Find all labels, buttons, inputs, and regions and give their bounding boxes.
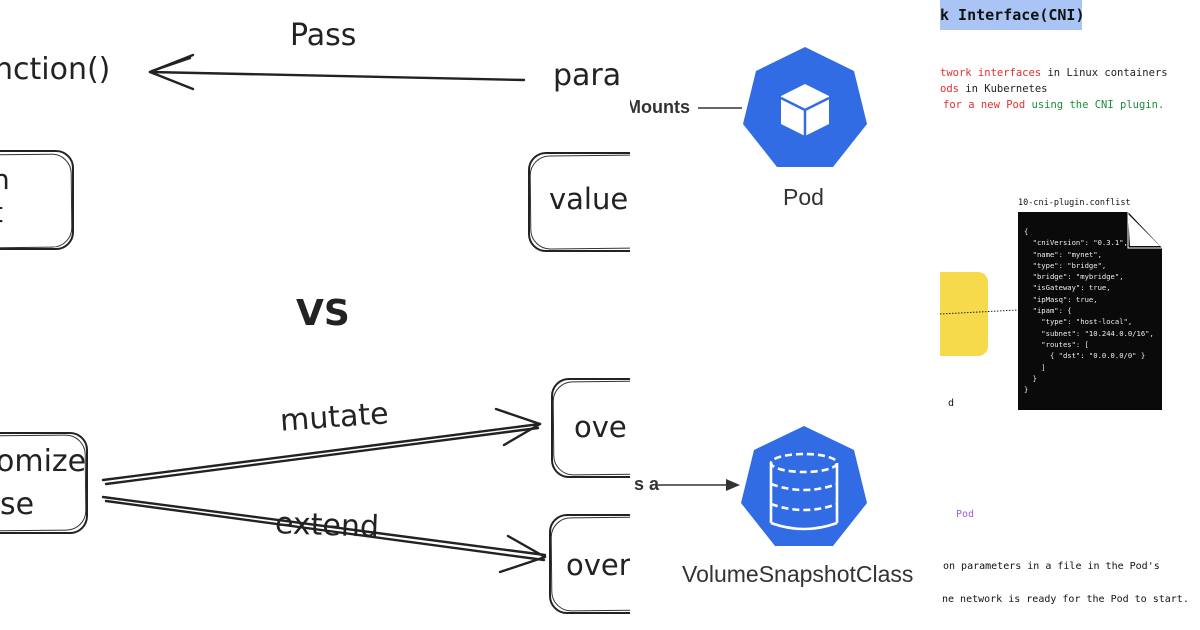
cni-line-2-part-3: Kubernetes <box>984 83 1048 95</box>
over-bottom-box <box>549 514 630 614</box>
config-code-line: "subnet": "10.244.0.0/16", <box>1024 328 1154 338</box>
function-text: nction() <box>0 52 111 87</box>
cni-line-3-part-2: Pod <box>1006 99 1026 111</box>
cni-line-2-part-1: ods <box>940 83 959 95</box>
cni-line-3-part-1: for a new <box>943 99 1007 111</box>
vs-label: VS <box>296 293 350 334</box>
pod-label: Pod <box>783 184 824 210</box>
config-code-line: "type": "host-local", <box>1024 317 1133 327</box>
over-bottom-text: over <box>566 548 630 582</box>
left-top-box <box>0 150 74 250</box>
bottom-line-1: on parameters in a file in the Pod's <box>943 561 1160 572</box>
yellow-pod-box <box>940 272 988 356</box>
cni-title: k Interface(CNI) <box>940 6 1085 24</box>
database-icon <box>741 426 867 546</box>
mounts-label: Mounts <box>630 97 690 117</box>
config-code-line: "name": "mynet", <box>1024 249 1102 259</box>
cni-line-3-part-4: CNI plugin. <box>1094 99 1165 111</box>
pass-label: Pass <box>290 18 357 53</box>
customize-box <box>0 432 88 534</box>
config-code-line: "cniVersion": "0.3.1", <box>1024 238 1128 248</box>
over-top-box <box>551 378 630 478</box>
file-connector <box>940 309 1019 315</box>
extend-label: extend <box>274 506 380 545</box>
value-text: value <box>549 182 629 216</box>
k8s-panel: Mounts Pod s a VolumeSnapshotClass <box>630 0 940 630</box>
bottom-line-2: ne network is ready for the Pod to start… <box>942 594 1189 605</box>
config-file-card: { "cniVersion": "0.3.1", "name": "mynet"… <box>1018 212 1162 410</box>
left-top-box-line-1: n <box>0 163 10 196</box>
param-text: para <box>553 58 622 93</box>
cni-line-3: for a new Pod using the CNI plugin. <box>943 99 1164 111</box>
cni-line-2-part-2: in <box>958 83 985 95</box>
title-highlight <box>940 0 1082 30</box>
config-code-line: "isGateway": true, <box>1024 283 1111 293</box>
file-corner-icon <box>1127 212 1162 249</box>
cni-line-1-part-1: twork interfaces <box>940 67 1042 79</box>
extend-arrow <box>101 495 547 574</box>
fragment-d: d <box>948 398 955 409</box>
customize-line-1: omize <box>0 444 87 479</box>
cni-line-1-part-3: Linux containers <box>1066 67 1168 79</box>
left-top-box-outline <box>0 153 73 249</box>
file-name-label: 10-cni-plugin.conflist <box>1018 198 1131 208</box>
value-box <box>528 152 630 252</box>
config-code-line: "routes": [ <box>1024 339 1089 349</box>
config-code-line: "ipam": { <box>1024 306 1072 316</box>
cni-line-1: twork interfaces in Linux containers <box>940 67 1168 79</box>
config-code-line: ] <box>1024 362 1046 372</box>
customize-line-2: se <box>0 487 35 522</box>
over-top-text: ove <box>574 410 627 444</box>
left-top-box-line-2: t <box>0 198 3 228</box>
fragment-pod: Pod <box>956 509 975 520</box>
cni-panel: k Interface(CNI) twork interfaces in Lin… <box>940 0 1200 630</box>
mutate-arrow <box>101 407 542 486</box>
sketch-panel: Pass nction() para n t value VS mutate e… <box>0 18 630 614</box>
volume-snapshot-class-label: VolumeSnapshotClass <box>682 561 914 587</box>
k8s-diagram <box>658 47 867 546</box>
config-code-line: "type": "bridge", <box>1024 260 1107 270</box>
config-code-line: { "dst": "0.0.0.0/0" } <box>1024 351 1146 361</box>
sketch-arrows <box>101 53 547 574</box>
config-code-line: } <box>1024 385 1029 395</box>
config-code-line: { <box>1024 227 1029 236</box>
pod-cube-icon <box>743 47 867 167</box>
config-code-line: } <box>1024 373 1037 383</box>
config-code-line: "ipMasq": true, <box>1024 294 1098 304</box>
is-a-label: s a <box>634 474 660 494</box>
config-code-line: "bridge": "mybridge", <box>1024 272 1124 282</box>
cni-line-2: ods in Kubernetes <box>940 83 1047 95</box>
pass-arrow <box>148 53 526 91</box>
cni-line-3-part-3: using the <box>1025 99 1095 111</box>
is-a-arrow <box>658 479 740 491</box>
config-code: { "cniVersion": "0.3.1", "name": "mynet"… <box>1024 226 1154 395</box>
cni-line-1-part-2: in <box>1041 67 1067 79</box>
